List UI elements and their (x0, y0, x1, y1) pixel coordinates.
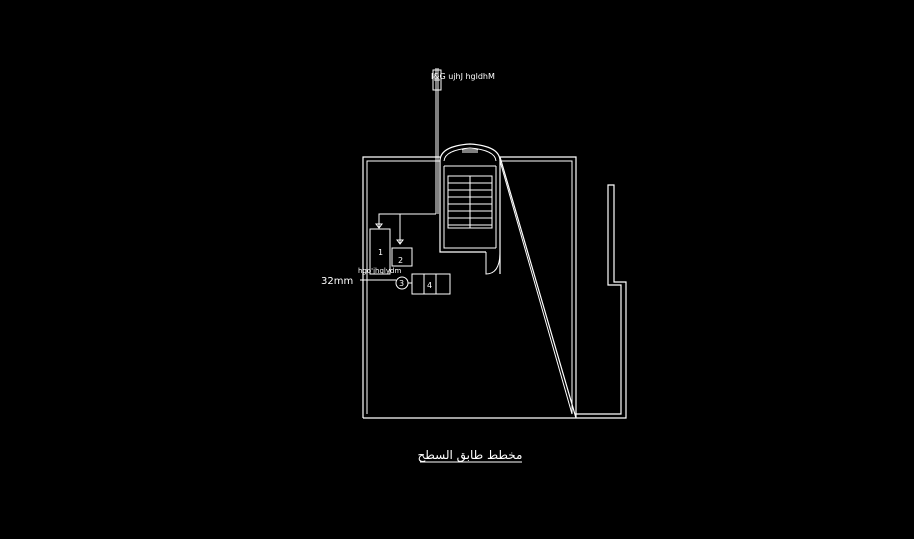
equipment-label-1: 1 (378, 248, 383, 257)
supply-main-pipe (375, 68, 442, 245)
equipment-label-3: 3 (399, 279, 404, 288)
stair-treads (447, 149, 493, 229)
tank-2 (391, 247, 413, 267)
pipe-size-label: 32mm (321, 276, 353, 287)
pump-3 (360, 276, 412, 290)
stair-core (439, 143, 501, 275)
supply-main-label: l&G ujhJ hgldhM (431, 72, 495, 81)
meter-label: hgo'jhglydm (358, 267, 401, 275)
unit-4 (411, 273, 451, 295)
tank-1 (369, 228, 391, 275)
drawing-caption: مخطط طابق السطح (418, 448, 523, 463)
equipment-label-4: 4 (427, 281, 432, 290)
door-swing (485, 251, 501, 275)
side-parapet (576, 184, 627, 419)
building-outline (362, 156, 577, 419)
equipment-label-2: 2 (398, 256, 403, 265)
